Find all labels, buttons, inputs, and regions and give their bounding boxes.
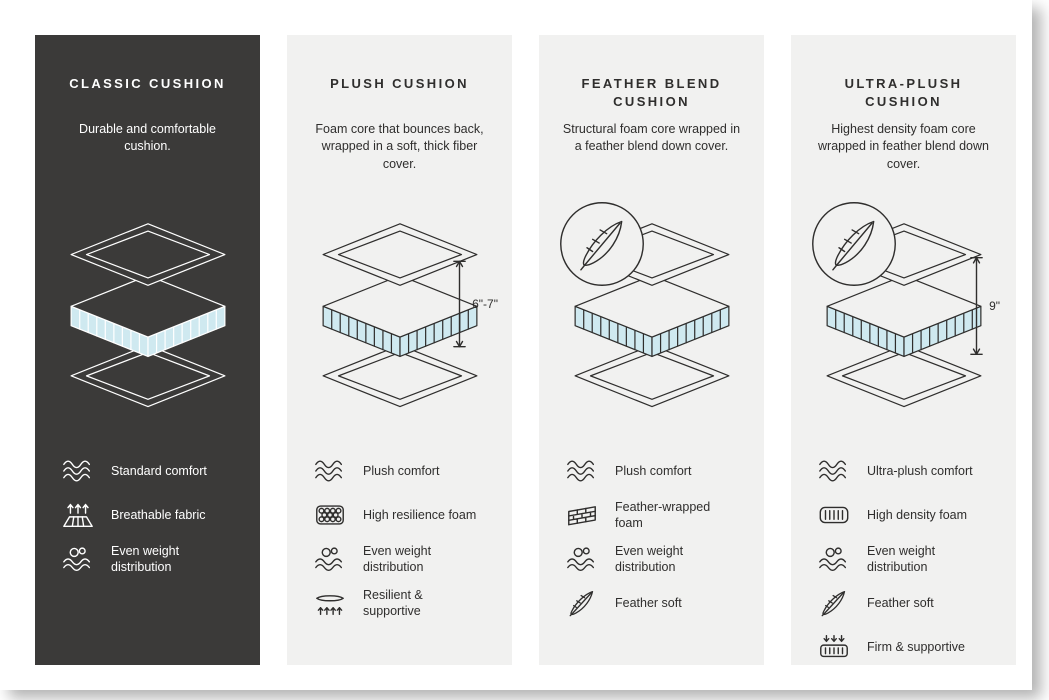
height-dimension: 6"-7": [452, 257, 498, 351]
waves-icon: [61, 457, 97, 485]
feature-label: Resilient & supportive: [363, 587, 423, 618]
feature-item: High resilience foam: [313, 493, 492, 537]
feature-list: Plush comfort Feather-wrapped foam Even …: [559, 449, 744, 625]
feature-item: Resilient & supportive: [313, 581, 492, 625]
height-label: 6"-7": [472, 297, 498, 311]
feature-item: Even weight distribution: [565, 537, 744, 581]
cushion-diagram: 9": [809, 197, 1000, 435]
feature-label: Feather soft: [867, 595, 934, 610]
waves-icon: [313, 457, 349, 485]
card-title: FEATHER BLEND CUSHION: [581, 76, 722, 109]
feature-item: Standard comfort: [61, 449, 240, 493]
dimension-line: [453, 260, 466, 348]
cushion-comparison: CLASSIC CUSHION Durable and comfortable …: [35, 35, 1016, 665]
cushion-diagram: [559, 197, 744, 435]
weight-distribution-icon: [565, 545, 601, 573]
feature-item: Even weight distribution: [313, 537, 492, 581]
feature-item: Firm & supportive: [817, 625, 996, 669]
feature-label: Ultra-plush comfort: [867, 463, 973, 478]
card-description: Foam core that bounces back, wrapped in …: [315, 122, 484, 171]
card-plush-cushion: PLUSH CUSHION Foam core that bounces bac…: [287, 35, 512, 665]
feature-item: Feather-wrapped foam: [565, 493, 744, 537]
feature-label: Even weight distribution: [363, 543, 432, 574]
feature-label: Breathable fabric: [111, 507, 206, 522]
card-description: Durable and comfortable cushion.: [79, 122, 216, 154]
firm-icon: [817, 633, 853, 661]
waves-icon: [565, 457, 601, 485]
card-feather-blend-cushion: FEATHER BLEND CUSHION Structural foam co…: [539, 35, 764, 665]
feature-list: Plush comfort High resilience foam Even …: [307, 449, 492, 625]
weight-distribution-icon: [61, 545, 97, 573]
feature-item: Ultra-plush comfort: [817, 449, 996, 493]
feature-item: Feather soft: [565, 581, 744, 625]
feather-badge-icon: [557, 199, 647, 289]
card-description: Structural foam core wrapped in a feathe…: [562, 122, 741, 154]
feature-item: Breathable fabric: [61, 493, 240, 537]
feature-label: Feather soft: [615, 595, 682, 610]
breathable-icon: [61, 501, 97, 529]
feature-item: Even weight distribution: [61, 537, 240, 581]
cushion-diagram: [55, 197, 240, 435]
feature-item: High density foam: [817, 493, 996, 537]
feature-label: High density foam: [867, 507, 968, 522]
card-title: ULTRA-PLUSH CUSHION: [844, 76, 963, 109]
feature-list: Ultra-plush comfort High density foam Ev…: [811, 449, 996, 669]
feather-icon: [565, 589, 601, 617]
waves-icon: [817, 457, 853, 485]
resilient-icon: [313, 589, 349, 617]
density-foam-icon: [817, 501, 853, 529]
feature-item: Plush comfort: [565, 449, 744, 493]
feature-label: Even weight distribution: [867, 543, 936, 574]
feature-label: Standard comfort: [111, 463, 207, 478]
cushion-diagram: 6"-7": [307, 197, 498, 435]
feature-label: Plush comfort: [615, 463, 692, 478]
weight-distribution-icon: [313, 545, 349, 573]
layered-cushion-illustration: [59, 222, 237, 410]
height-dimension: 9": [969, 253, 1000, 359]
feature-label: Even weight distribution: [111, 543, 180, 574]
feature-label: High resilience foam: [363, 507, 477, 522]
weight-distribution-icon: [817, 545, 853, 573]
feature-label: Firm & supportive: [867, 639, 965, 654]
infographic-sheet: CLASSIC CUSHION Durable and comfortable …: [35, 35, 1016, 665]
feature-label: Even weight distribution: [615, 543, 684, 574]
feature-item: Plush comfort: [313, 449, 492, 493]
feather-icon: [817, 589, 853, 617]
brick-foam-icon: [565, 501, 601, 529]
feature-label: Feather-wrapped foam: [615, 499, 711, 530]
bubbles-foam-icon: [313, 501, 349, 529]
feature-label: Plush comfort: [363, 463, 440, 478]
card-description: Highest density foam core wrapped in fea…: [818, 122, 989, 171]
card-ultra-plush-cushion: ULTRA-PLUSH CUSHION Highest density foam…: [791, 35, 1016, 665]
height-label: 9": [989, 299, 1000, 313]
feature-item: Feather soft: [817, 581, 996, 625]
card-title: PLUSH CUSHION: [330, 76, 469, 91]
card-classic-cushion: CLASSIC CUSHION Durable and comfortable …: [35, 35, 260, 665]
feather-badge-icon: [809, 199, 899, 289]
feature-item: Even weight distribution: [817, 537, 996, 581]
dimension-line: [970, 257, 983, 355]
card-title: CLASSIC CUSHION: [69, 76, 226, 91]
feature-list: Standard comfort Breathable fabric Even …: [55, 449, 240, 581]
